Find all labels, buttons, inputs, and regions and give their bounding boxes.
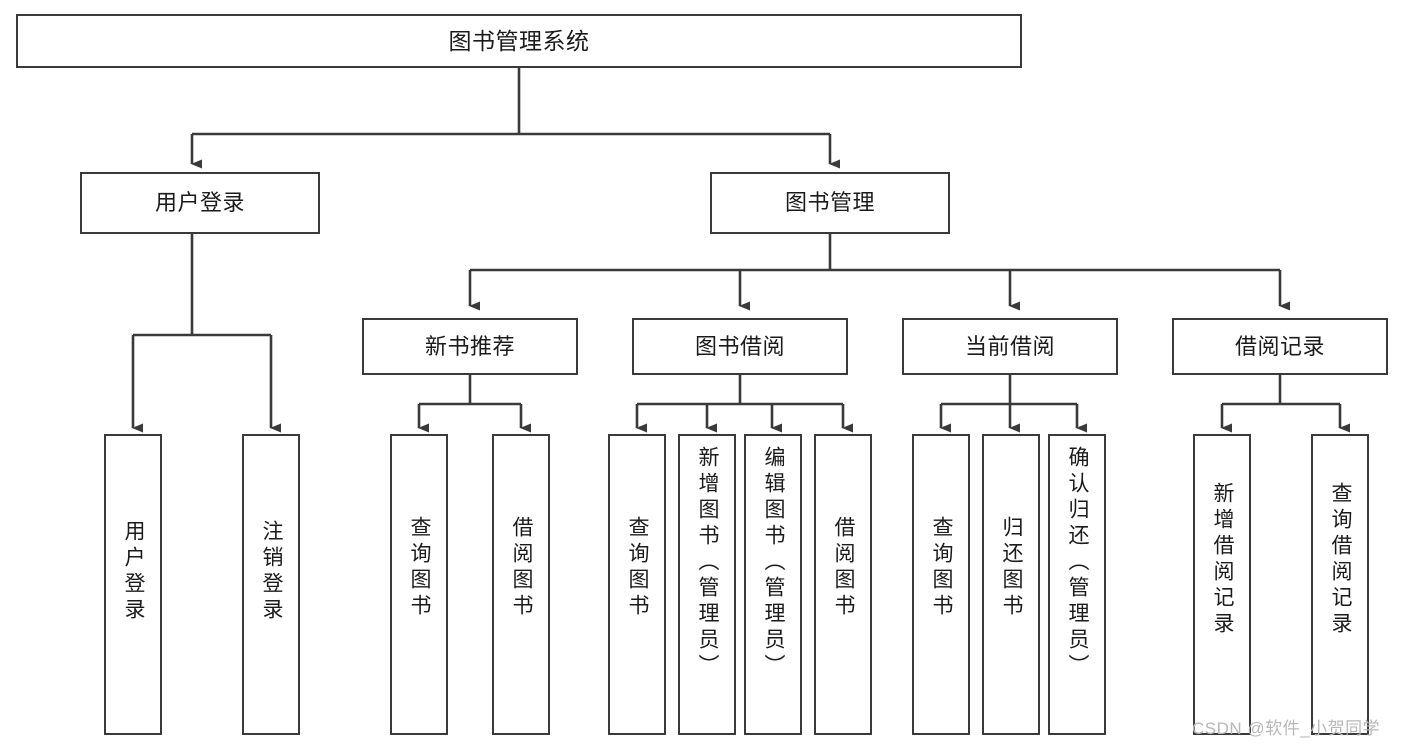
leaf-add-borrow-record[interactable]: 新增借阅记录: [1193, 434, 1251, 735]
node-label: 查询图书: [408, 516, 432, 620]
node-label: 图书管理系统: [448, 27, 590, 54]
node-label: 用户登录: [154, 190, 245, 216]
node-label: 新书推荐: [424, 333, 515, 359]
node-label: 新增图书（管理员）: [696, 446, 720, 680]
node-label: 图书管理: [784, 190, 875, 216]
leaf-edit-book-admin[interactable]: 编辑图书（管理员）: [744, 434, 802, 735]
leaf-query-book-recommend[interactable]: 查询图书: [390, 434, 448, 735]
leaf-return-book[interactable]: 归还图书: [982, 434, 1040, 735]
node-label: 借阅记录: [1234, 333, 1325, 359]
node-label: 图书借阅: [694, 333, 785, 359]
node-label: 借阅图书: [832, 516, 856, 620]
leaf-add-book-admin[interactable]: 新增图书（管理员）: [678, 434, 736, 735]
leaf-borrow-book[interactable]: 借阅图书: [814, 434, 872, 735]
node-label: 注销登录: [260, 520, 284, 624]
node-label: 查询图书: [930, 516, 954, 620]
node-current-borrow[interactable]: 当前借阅: [902, 318, 1118, 375]
leaf-user-login[interactable]: 用户登录: [104, 434, 162, 735]
leaf-query-borrow-record[interactable]: 查询借阅记录: [1311, 434, 1369, 735]
csdn-watermark: CSDN @软件_小贺同学: [1192, 719, 1381, 738]
node-label: 查询借阅记录: [1329, 482, 1353, 638]
node-user-login[interactable]: 用户登录: [80, 172, 320, 234]
node-label: 归还图书: [1000, 516, 1024, 620]
leaf-query-book-current[interactable]: 查询图书: [912, 434, 970, 735]
node-label: 确认归还（管理员）: [1066, 446, 1090, 680]
node-label: 借阅图书: [510, 516, 534, 620]
leaf-borrow-book-recommend[interactable]: 借阅图书: [492, 434, 550, 735]
node-label: 用户登录: [122, 520, 146, 624]
node-label: 新增借阅记录: [1211, 482, 1235, 638]
leaf-logout-login[interactable]: 注销登录: [242, 434, 300, 735]
node-root-book-management-system[interactable]: 图书管理系统: [16, 14, 1022, 68]
node-new-book-recommend[interactable]: 新书推荐: [362, 318, 578, 375]
node-book-management[interactable]: 图书管理: [710, 172, 950, 234]
node-borrow-record[interactable]: 借阅记录: [1172, 318, 1388, 375]
leaf-confirm-return-admin[interactable]: 确认归还（管理员）: [1048, 434, 1106, 735]
leaf-query-book-borrow[interactable]: 查询图书: [608, 434, 666, 735]
node-label: 编辑图书（管理员）: [762, 446, 786, 680]
node-label: 当前借阅: [964, 333, 1055, 359]
node-label: 查询图书: [626, 516, 650, 620]
node-book-borrow[interactable]: 图书借阅: [632, 318, 848, 375]
